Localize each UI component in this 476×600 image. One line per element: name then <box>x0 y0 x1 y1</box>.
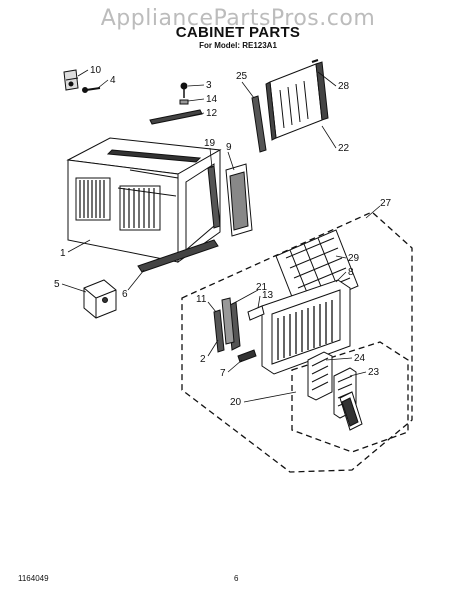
callout-10: 10 <box>90 65 102 76</box>
part-tab <box>247 305 265 321</box>
part-louver-insert <box>307 351 333 401</box>
part-left-seal <box>213 309 225 353</box>
diagram-code: 1164049 <box>18 574 49 583</box>
callout-labels: 10 4 3 14 12 25 28 22 19 9 1 5 6 27 29 8… <box>54 65 392 408</box>
callout-6: 6 <box>122 289 128 300</box>
part-screw <box>82 87 101 93</box>
subassembly-boundary <box>291 341 409 453</box>
part-frame-assembly <box>265 59 329 141</box>
callout-20: 20 <box>230 397 242 408</box>
callout-2: 2 <box>200 354 206 365</box>
callout-24: 24 <box>354 353 366 364</box>
watermark: AppliancePartsPros.com <box>100 6 376 31</box>
callout-7: 7 <box>220 368 226 379</box>
page-title: CABINET PARTS <box>175 24 301 41</box>
callout-29: 29 <box>348 253 360 264</box>
part-front-panel <box>261 279 351 375</box>
part-seal-strip <box>251 95 267 153</box>
page-number: 6 <box>234 574 239 583</box>
callout-1: 1 <box>60 248 66 259</box>
callout-12: 12 <box>206 108 218 119</box>
callout-4: 4 <box>110 75 116 86</box>
callout-8: 8 <box>348 267 354 278</box>
model-subtitle: For Model: RE123A1 <box>199 41 277 50</box>
callout-5: 5 <box>54 279 60 290</box>
callout-13: 13 <box>262 290 274 301</box>
part-bracket <box>63 69 79 91</box>
part-small-bracket <box>237 349 257 363</box>
part-handle <box>339 391 363 431</box>
part-top-rail <box>149 109 203 125</box>
callout-22: 22 <box>338 143 350 154</box>
part-cabinet <box>66 137 222 263</box>
callout-3: 3 <box>206 80 212 91</box>
callout-25: 25 <box>236 71 248 82</box>
part-washer <box>179 99 189 105</box>
part-control-box <box>83 279 117 319</box>
assembly-boundary <box>181 211 413 473</box>
part-bottom-rail <box>137 239 219 273</box>
part-filter-panel <box>225 163 253 237</box>
callout-21: 21 <box>256 282 268 293</box>
leader-lines <box>61 69 381 403</box>
callout-9: 9 <box>226 142 232 153</box>
callout-23: 23 <box>368 367 380 378</box>
callout-11: 11 <box>196 294 207 305</box>
callout-14: 14 <box>206 94 218 105</box>
part-inner-seal <box>221 297 235 345</box>
callout-28: 28 <box>338 81 350 92</box>
callout-27: 27 <box>380 198 392 209</box>
callout-19: 19 <box>204 138 216 149</box>
part-top-screw <box>180 82 188 98</box>
